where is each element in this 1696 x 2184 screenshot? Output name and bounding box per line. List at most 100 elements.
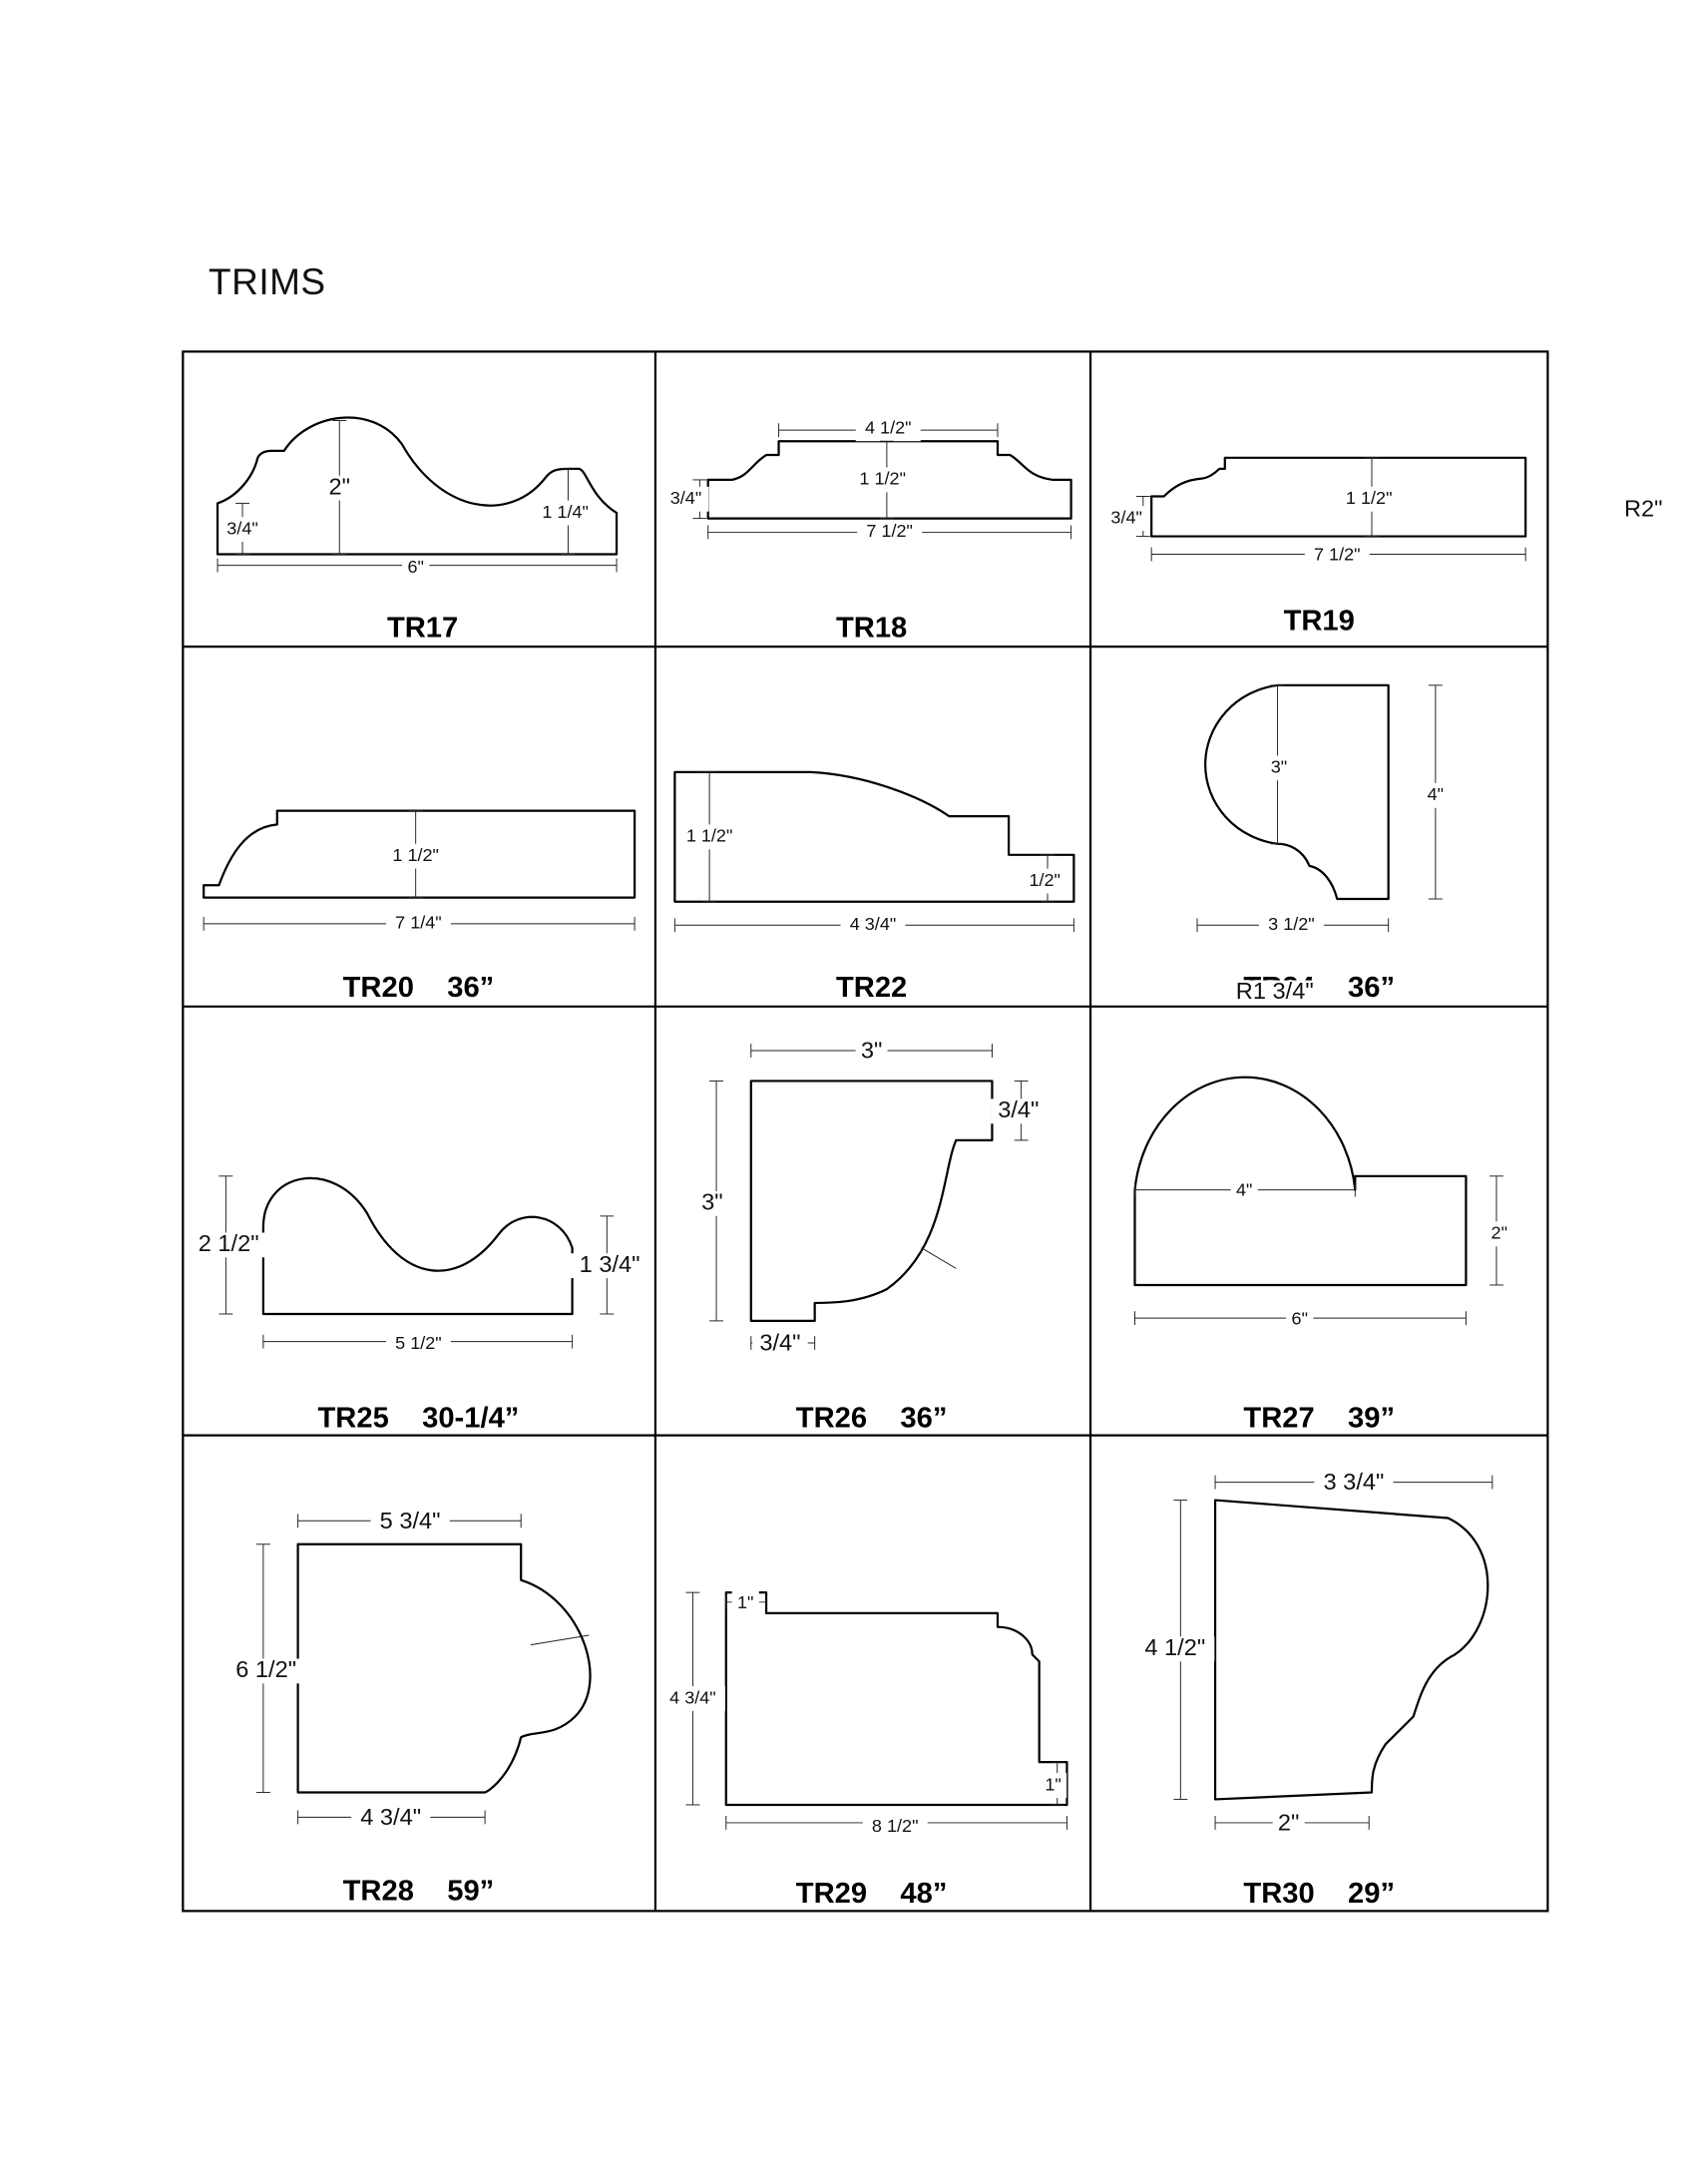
- dimension-label-bg: [695, 1191, 728, 1216]
- dimension-label: 1 1/2": [392, 845, 439, 865]
- dimension-label: 6 1/2": [235, 1656, 296, 1682]
- dimension-label: 6": [407, 557, 423, 577]
- dimension-label: 1": [737, 1592, 753, 1612]
- trim-code: TR28: [343, 1875, 414, 1907]
- dimension-label-bg: [1229, 980, 1321, 1006]
- dimension-label: 3/4": [998, 1096, 1039, 1122]
- dimension-label-bg: [351, 1806, 431, 1832]
- dimension-label: 7 1/2": [1314, 545, 1361, 565]
- dimension-label: 3": [861, 1038, 883, 1064]
- trim-length: 39”: [1348, 1402, 1395, 1434]
- dimension-label: 2": [1491, 1223, 1507, 1243]
- trim-title: TR17: [387, 613, 458, 645]
- dimension-label: 3/4": [1110, 507, 1142, 527]
- dimension-label-bg: [840, 912, 906, 938]
- dimension-label-bg: [1485, 1221, 1513, 1247]
- trim-cell-tr22: 1 1/2"1/2"4 3/4"TR22: [673, 770, 1075, 1004]
- dimension-label-bg: [862, 1814, 928, 1840]
- trim-profile-drawing: [1133, 1076, 1468, 1287]
- trim-cell-tr18: 4 1/2"1 1/2"3/4"7 1/2"TR18: [662, 416, 1072, 644]
- trim-profile-drawing: [724, 1591, 1068, 1807]
- dimension-label-bg: [323, 475, 356, 501]
- trim-code: TR26: [796, 1402, 867, 1434]
- dimension-label-bg: [855, 416, 921, 442]
- dimension-label-bg: [1272, 1811, 1305, 1837]
- trim-profile-drawing: [215, 416, 619, 556]
- trim-title: TR26 36”: [796, 1402, 948, 1434]
- dimension-label: R1 3/4": [1236, 978, 1314, 1004]
- trim-cell-tr26: 3" 3/4" 3" 3/4" R1 3/4" TR26 36”: [695, 978, 1321, 1434]
- trim-profile-drawing: [296, 1542, 592, 1794]
- trim-length: 36”: [900, 1402, 947, 1434]
- dimension-label: 2 1/2": [199, 1230, 259, 1256]
- dimension-label-bg: [991, 1098, 1047, 1124]
- dimension-label-bg: [752, 1331, 808, 1357]
- dimension-label-bg: [662, 486, 709, 512]
- trim-cell-tr19: 1 1/2"3/4"7 1/2"TR19: [1103, 456, 1527, 638]
- dimension-label: 5 3/4": [380, 1508, 441, 1533]
- trim-title: TR22: [836, 972, 907, 1004]
- dimension-label: 8 1/2": [872, 1816, 919, 1836]
- trim-code: TR25: [318, 1402, 389, 1434]
- trim-profile-drawing: [1213, 1499, 1489, 1801]
- trim-length: 48”: [900, 1878, 947, 1910]
- dimension-label-bg: [1265, 755, 1293, 781]
- trim-cell-tr17: 2"3/4"1 1/4"6"TR17: [215, 416, 619, 645]
- dimension-label: 6": [1292, 1308, 1308, 1328]
- trim-code: TR19: [1284, 606, 1355, 638]
- trim-code: TR29: [796, 1878, 867, 1910]
- dimension-label: 4 3/4": [850, 914, 897, 934]
- dimension-label: R2": [1624, 496, 1663, 522]
- dimension-label: 1": [1045, 1774, 1060, 1794]
- dimension-label-bg: [1286, 1307, 1314, 1332]
- dimension-label: 4 1/2": [865, 418, 912, 438]
- page-title: TRIMS: [209, 261, 326, 302]
- dimension-label: 1 1/2": [686, 826, 733, 846]
- dimension-label: 4": [1428, 784, 1444, 804]
- dimension-label: 7 1/4": [395, 913, 442, 933]
- dimension-label-bg: [218, 517, 266, 543]
- trim-profile-drawing: [1204, 683, 1390, 901]
- table-grid: [182, 350, 1549, 1913]
- dimension-label-bg: [1314, 1471, 1394, 1497]
- radius-leader-line: [921, 1247, 957, 1269]
- dimension-label: 4 3/4": [360, 1804, 421, 1830]
- dimension-label-bg: [1039, 1773, 1067, 1799]
- dimension-label: 3": [701, 1189, 723, 1215]
- dimension-label: 3 3/4": [1324, 1469, 1385, 1495]
- dimension-label-bg: [189, 1232, 268, 1258]
- dimension-label: 3/4": [759, 1330, 800, 1356]
- dimension-label: 3/4": [226, 518, 258, 538]
- dimension-label-bg: [850, 467, 916, 493]
- trim-title: TR29 48”: [796, 1878, 948, 1910]
- dimension-label: 3 1/2": [1268, 914, 1315, 934]
- dimension-label-bg: [676, 824, 742, 850]
- dimension-label-bg: [731, 1590, 759, 1616]
- dimension-label: 2": [329, 473, 351, 499]
- dimension-label-bg: [1422, 782, 1450, 808]
- dimension-label-bg: [1022, 868, 1068, 894]
- dimension-label-bg: [1103, 506, 1150, 532]
- dimension-label-bg: [1135, 1636, 1215, 1662]
- dimension-label: 4": [1236, 1180, 1252, 1200]
- dimension-label-bg: [857, 519, 923, 545]
- radius-leader-line: [530, 1634, 590, 1646]
- dimension-label-bg: [1336, 486, 1402, 512]
- trim-length: 36”: [447, 972, 494, 1004]
- trim-code: TR30: [1243, 1878, 1314, 1910]
- dimension-label: 1 3/4": [580, 1251, 640, 1277]
- dimension-label-bg: [370, 1510, 450, 1535]
- dimension-label-bg: [1258, 912, 1324, 938]
- dimension-label: 4 1/2": [1144, 1634, 1205, 1660]
- trim-length: 36”: [1348, 972, 1395, 1004]
